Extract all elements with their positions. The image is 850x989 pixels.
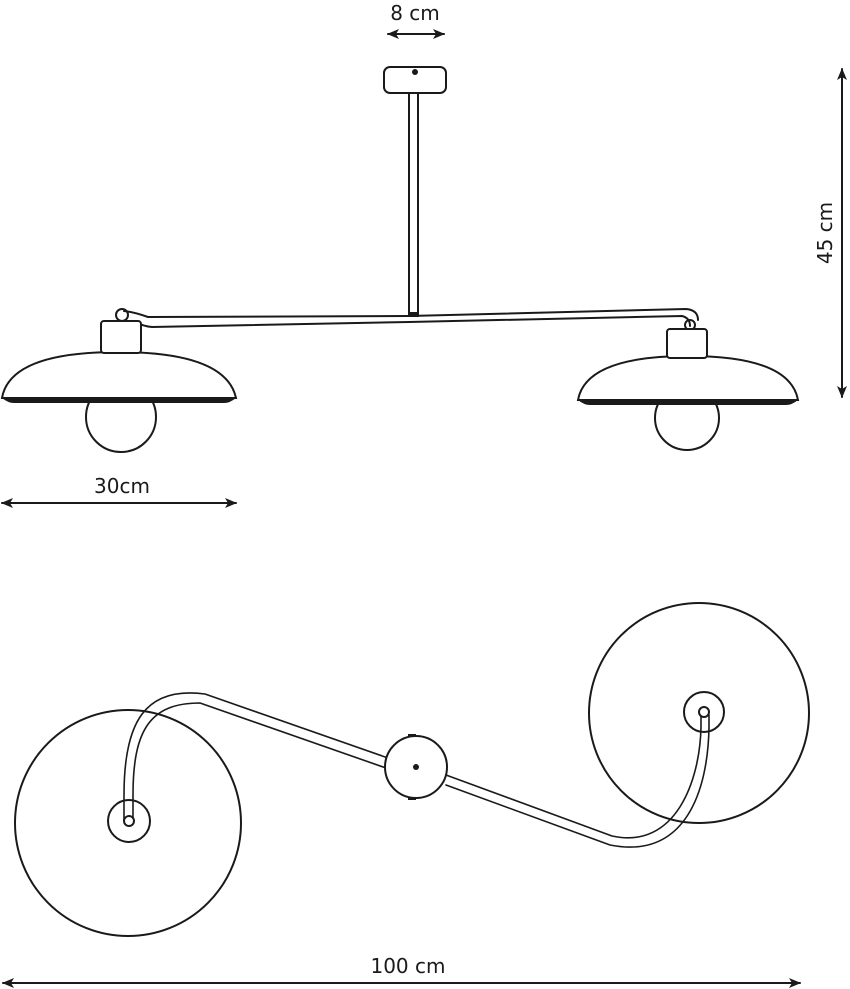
left-socket-pin: [123, 815, 135, 827]
shade-diameter-dimension: 30cm: [1, 474, 237, 508]
canopy-width-label: 8 cm: [390, 1, 440, 25]
side-view: 8 cm 45 cm: [0, 1, 847, 508]
canopy-screw: [412, 69, 418, 75]
left-socket: [100, 320, 142, 354]
height-dimension: 45 cm: [813, 68, 847, 398]
left-lamp-side: [0, 320, 238, 453]
right-socket: [666, 328, 708, 359]
top-view: 100 cm: [2, 602, 810, 988]
canopy-top-mark: [408, 734, 416, 737]
left-arm-knob: [115, 308, 129, 322]
center-canopy-screw: [413, 764, 419, 770]
arm-top-inner-edge: [132, 702, 710, 848]
shade-diameter-label: 30cm: [94, 474, 150, 498]
right-lamp-side: [576, 328, 800, 451]
total-length-dimension: 100 cm: [2, 954, 801, 988]
arm-upper-edge: [123, 308, 699, 321]
left-socket-top: [107, 799, 151, 843]
right-socket-top: [683, 691, 725, 733]
left-shade-top: [14, 709, 242, 937]
height-label: 45 cm: [813, 202, 837, 264]
canopy-width-dimension: 8 cm: [387, 1, 445, 39]
total-length-label: 100 cm: [370, 954, 445, 978]
right-shade-rim: [578, 400, 798, 405]
right-shade: [576, 354, 800, 401]
ceiling-canopy: [383, 66, 447, 94]
left-shade: [0, 350, 238, 399]
left-shade-rim: [2, 398, 236, 403]
right-socket-pin: [698, 706, 710, 718]
arm-top-outer-edge: [123, 692, 702, 839]
right-shade-top: [588, 602, 810, 824]
canopy-bottom-mark: [408, 797, 416, 800]
rod-joint: [408, 312, 419, 317]
